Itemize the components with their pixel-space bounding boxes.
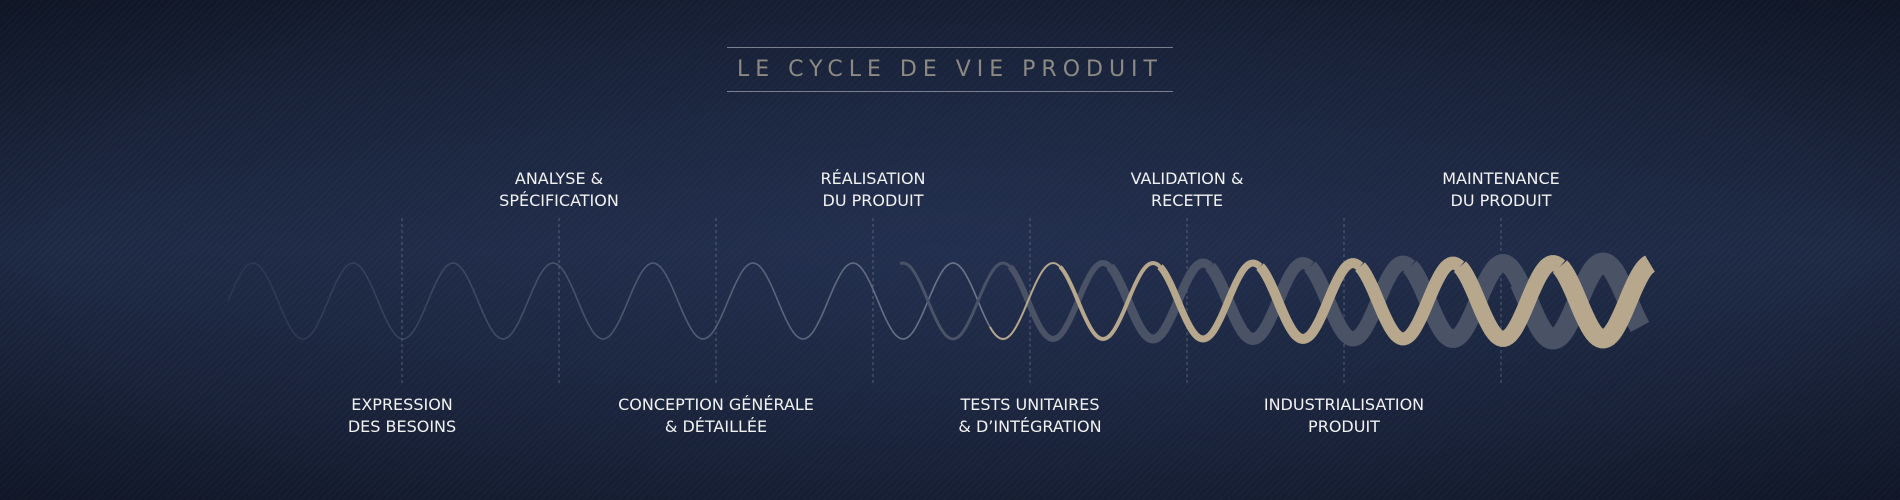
stage-label-line2: DES BESOINS [347, 417, 457, 436]
stage-label-line1: MAINTENANCE [1442, 169, 1560, 188]
waves [227, 252, 1655, 350]
stage-label-line1: INDUSTRIALISATION [1263, 395, 1425, 414]
stage-label-line1: CONCEPTION GÉNÉRALE [618, 395, 814, 414]
stage-label: ANALYSE & SPÉCIFICATION [439, 168, 679, 212]
light-wave-segment [1552, 255, 1655, 349]
dark-wave-segment [1106, 258, 1213, 344]
stage-label-line2: PRODUIT [1308, 417, 1380, 436]
stage-label: EXPRESSION DES BESOINS [282, 394, 522, 438]
stage-label-line1: TESTS UNITAIRES [960, 395, 1100, 414]
stage-label-line1: VALIDATION & [1130, 169, 1244, 188]
dark-wave-segment [899, 261, 1011, 341]
stage-label: MAINTENANCE DU PRODUIT [1381, 168, 1621, 212]
stage-label-line2: RECETTE [1151, 191, 1223, 210]
light-wave-segment [989, 262, 1061, 340]
title-frame: LE CYCLE DE VIE PRODUIT [727, 47, 1173, 92]
light-wave-segment [1058, 261, 1162, 341]
stage-label: INDUSTRIALISATION PRODUIT [1224, 394, 1464, 438]
stage-label-line1: EXPRESSION [351, 395, 453, 414]
stage-label: CONCEPTION GÉNÉRALE & DÉTAILLÉE [596, 394, 836, 438]
light-wave-segment [1157, 259, 1263, 343]
stage-label-line2: DU PRODUIT [1450, 191, 1552, 210]
stage-label: TESTS UNITAIRES & D’INTÉGRATION [910, 394, 1150, 438]
dark-wave-segment [1007, 260, 1112, 342]
stage-label-line1: RÉALISATION [820, 169, 926, 188]
page-title: LE CYCLE DE VIE PRODUIT [737, 57, 1163, 82]
stage-label-line2: DU PRODUIT [822, 191, 924, 210]
thin-wave [227, 262, 1011, 340]
stage-label-line2: & DÉTAILLÉE [664, 417, 768, 436]
stage-label: RÉALISATION DU PRODUIT [753, 168, 993, 212]
light-wave-segment [1256, 258, 1364, 344]
stage-separators [401, 218, 1502, 386]
light-wave-segment [1355, 256, 1465, 346]
stage-label-line2: SPÉCIFICATION [499, 191, 619, 210]
stage-label: VALIDATION & RECETTE [1067, 168, 1307, 212]
stage-label-line2: & D’INTÉGRATION [958, 417, 1102, 436]
light-wave-segment [1453, 255, 1566, 347]
stage-label-line1: ANALYSE & [514, 169, 604, 188]
